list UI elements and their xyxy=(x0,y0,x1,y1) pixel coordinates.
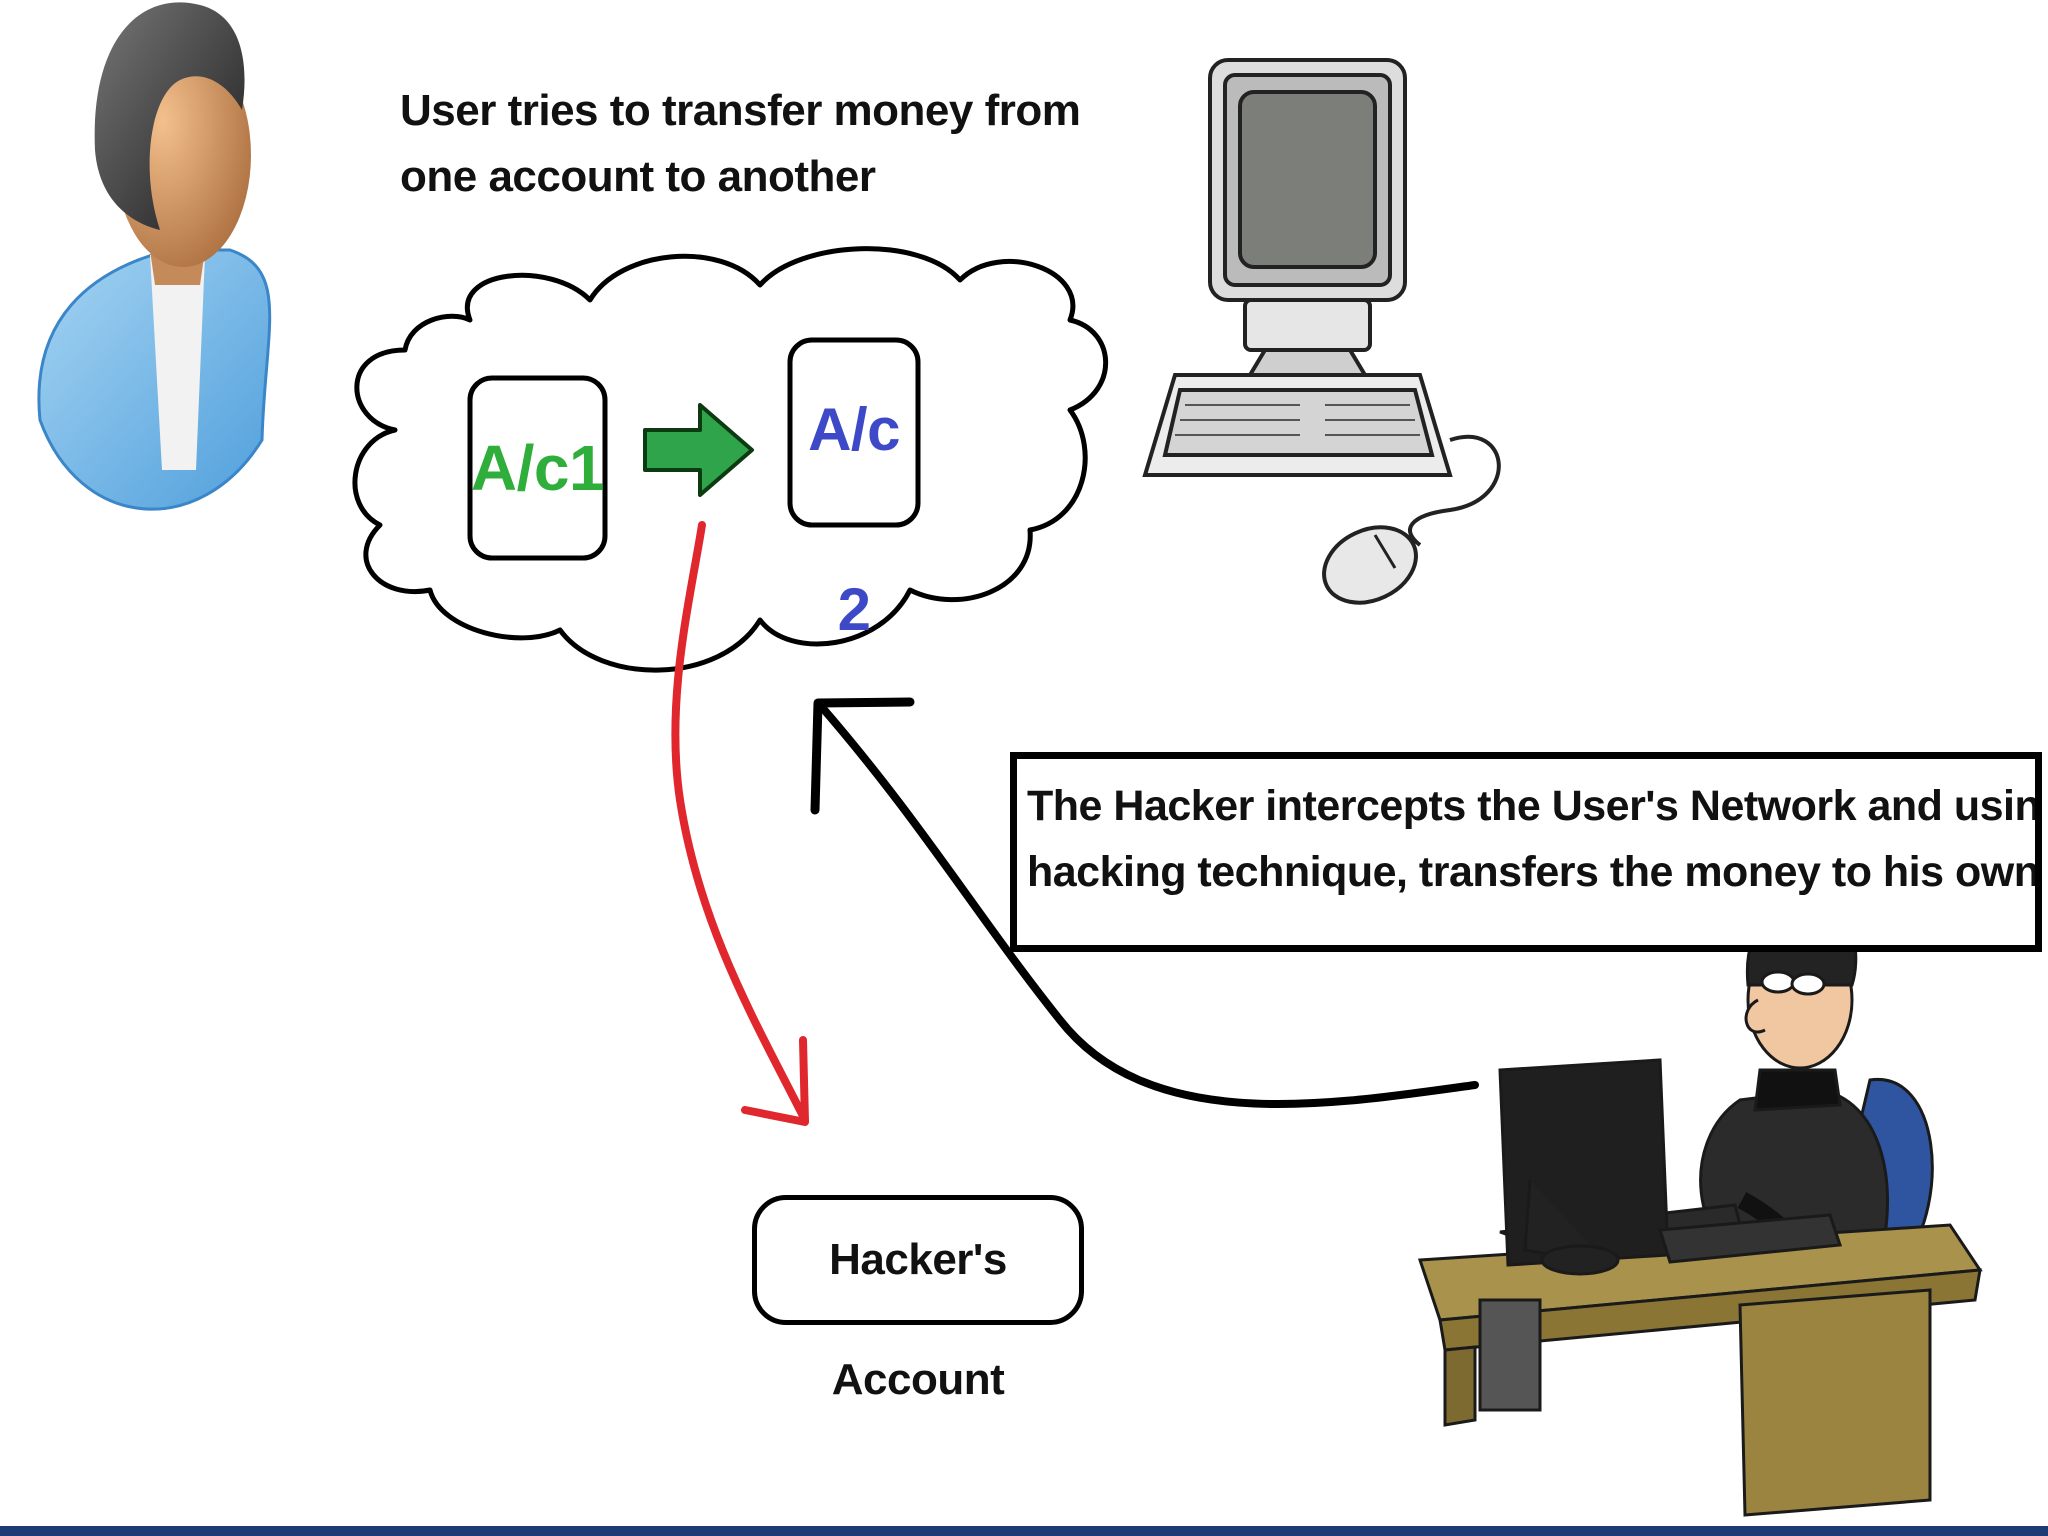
footer-bar xyxy=(0,1526,2048,1536)
source-account-box xyxy=(467,375,608,561)
hacker-description-box: The Hacker intercepts the User's Network… xyxy=(1010,752,2042,952)
source-account-label: A/c1 xyxy=(470,432,605,504)
destination-account-box xyxy=(787,337,921,528)
hacker-account-box: Hacker's Account xyxy=(752,1195,1084,1404)
intercept-arrow xyxy=(810,697,1479,1108)
hacker-description-line-1: The Hacker intercepts the User's Network… xyxy=(1027,782,2042,830)
caption-text: User tries to transfer money from one ac… xyxy=(400,86,1081,201)
transfer-arrow xyxy=(643,403,754,497)
user-avatar-icon xyxy=(37,2,272,511)
hacker-description-line-2: hacking technique, transfers the money t… xyxy=(1027,848,2040,896)
destination-account-label: A/c 2 xyxy=(808,396,900,643)
hacker-at-desk-icon xyxy=(1417,902,1983,1517)
diverted-money-arrow xyxy=(671,521,809,1126)
desktop-computer-icon xyxy=(1142,58,1501,605)
